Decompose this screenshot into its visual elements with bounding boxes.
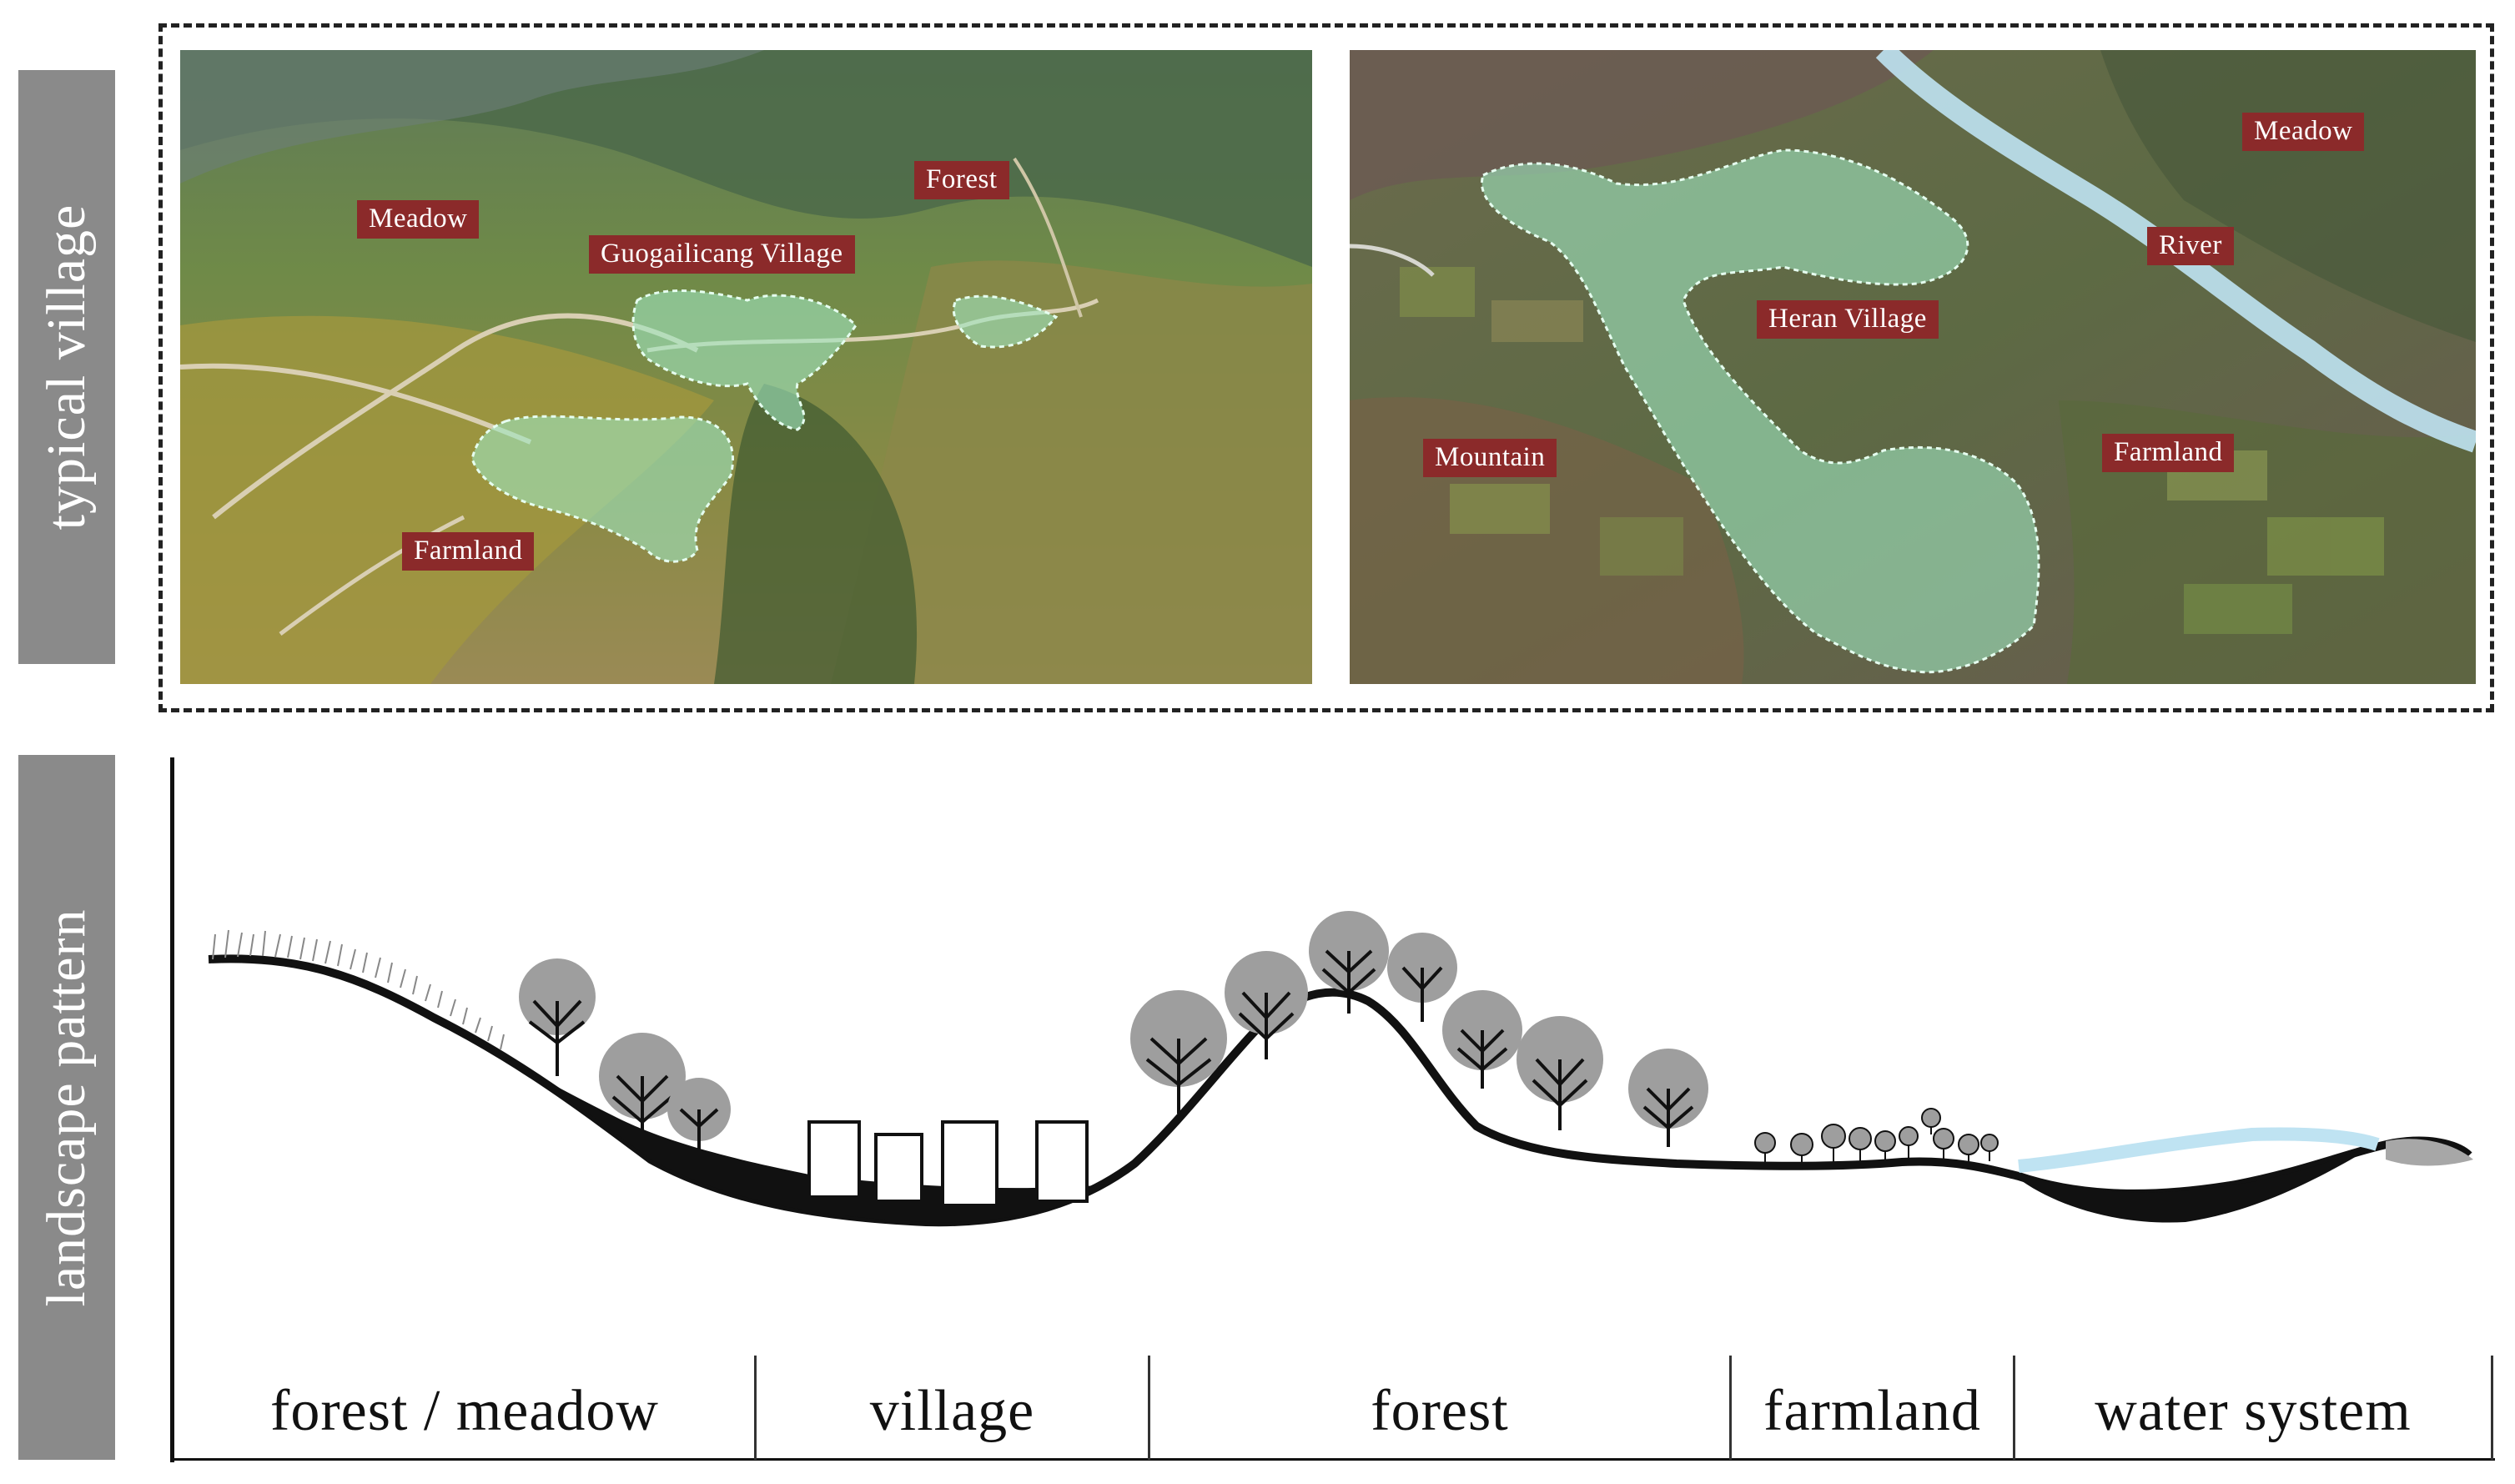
grass-meadow (212, 929, 505, 1050)
photo-frame-dashed (158, 23, 2494, 712)
aerial-photo-heran (1350, 50, 2476, 684)
label-forest-left: Forest (914, 161, 1009, 199)
label-farmland-left: Farmland (402, 532, 535, 571)
label-guogailicang-village: Guogailicang Village (589, 235, 855, 274)
tree (599, 1033, 686, 1143)
tree (667, 1078, 731, 1160)
zone-baseline (170, 1458, 2495, 1461)
side-tab-landscape-pattern: landscape pattern (18, 755, 115, 1460)
tree (1517, 1016, 1603, 1130)
zone-divider (2013, 1356, 2015, 1460)
aerial-photo-guogailicang (180, 50, 1312, 684)
tree (1628, 1049, 1708, 1147)
aerial-illustration-right (1350, 50, 2476, 684)
tree (1387, 933, 1457, 1022)
crops-farmland (1754, 1108, 1999, 1165)
label-farmland-right: Farmland (2102, 434, 2235, 472)
tree (1225, 951, 1308, 1059)
house (807, 1120, 861, 1199)
side-tab-typical-village: typical village (18, 70, 115, 664)
zone-divider (754, 1356, 757, 1460)
trees-left-slope (519, 958, 731, 1160)
zone-divider (1729, 1356, 1732, 1460)
tree (1442, 990, 1522, 1089)
house (1035, 1120, 1089, 1203)
zone-label-water-system: water system (2095, 1379, 2412, 1443)
house (874, 1133, 923, 1203)
zone-label-forest-meadow: forest / meadow (270, 1379, 659, 1443)
zone-label-farmland: farmland (1763, 1379, 1981, 1443)
house (941, 1120, 998, 1207)
zone-divider (1148, 1356, 1150, 1460)
label-river-right: River (2147, 227, 2234, 265)
aerial-illustration-left (180, 50, 1312, 684)
zone-label-village: village (869, 1379, 1035, 1443)
village-houses (807, 1120, 1089, 1207)
village-overlay-guogailicang-lower (470, 415, 734, 563)
profile-left-axis (170, 757, 174, 1462)
label-heran-village: Heran Village (1757, 300, 1939, 339)
zone-label-forest: forest (1371, 1379, 1509, 1443)
tree (1130, 990, 1227, 1114)
trees-forest-hill (1130, 911, 1708, 1147)
label-meadow-right: Meadow (2242, 113, 2365, 151)
label-mountain-right: Mountain (1423, 439, 1557, 477)
tree (519, 958, 596, 1076)
label-meadow-left: Meadow (357, 200, 480, 239)
village-overlay-heran (1481, 148, 2040, 674)
zone-divider (2491, 1356, 2493, 1460)
village-overlay-guogailicang-small (952, 294, 1059, 349)
tree (1309, 911, 1389, 1014)
village-overlay-guogailicang-upper (631, 289, 858, 431)
